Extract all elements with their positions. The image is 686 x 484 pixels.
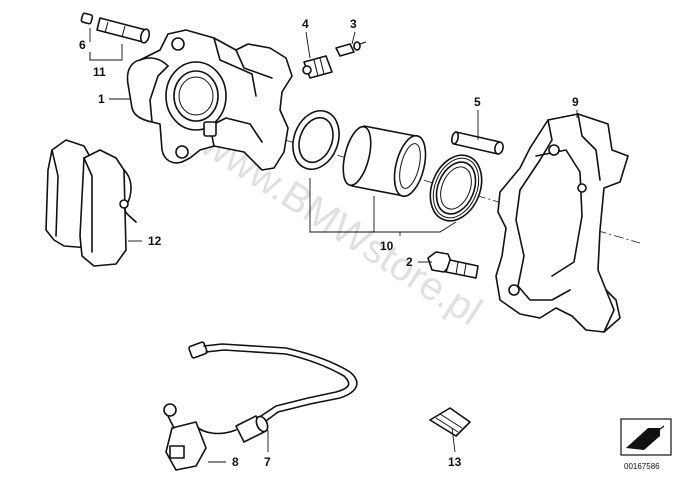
carrier-bracket-part bbox=[495, 113, 629, 333]
callout-12: 12 bbox=[148, 234, 162, 248]
callout-13: 13 bbox=[448, 455, 462, 469]
brake-pads-part bbox=[45, 139, 137, 267]
callout-3: 3 bbox=[350, 17, 357, 31]
piston-part bbox=[342, 125, 427, 198]
arrow-down-left-icon bbox=[620, 418, 672, 456]
caliper-housing-part bbox=[126, 29, 293, 171]
callout-5: 5 bbox=[474, 95, 481, 109]
callout-9: 9 bbox=[572, 95, 579, 109]
callout-10: 10 bbox=[380, 239, 394, 253]
callout-6: 6 bbox=[79, 38, 86, 52]
leader-lines bbox=[89, 28, 578, 463]
hex-bolt-part bbox=[427, 251, 479, 279]
bleed-valve-part bbox=[302, 55, 333, 79]
wear-sensor-cable-part bbox=[163, 341, 358, 471]
callout-2: 2 bbox=[406, 255, 413, 269]
guide-sleeve-part bbox=[450, 131, 504, 155]
callout-1: 1 bbox=[98, 92, 105, 106]
watermark-text: www.BMWstore.pl bbox=[192, 120, 489, 334]
dust-boot-part bbox=[429, 154, 483, 222]
guide-pin-part bbox=[80, 12, 151, 44]
grease-packet-part bbox=[429, 407, 471, 437]
dust-cap-part bbox=[335, 41, 367, 57]
callout-8: 8 bbox=[232, 455, 239, 469]
callout-4: 4 bbox=[302, 17, 309, 31]
callout-7: 7 bbox=[264, 455, 271, 469]
piston-seal-ring-part bbox=[292, 110, 340, 170]
document-number: 00167586 bbox=[624, 462, 660, 471]
callout-11: 11 bbox=[93, 65, 106, 79]
